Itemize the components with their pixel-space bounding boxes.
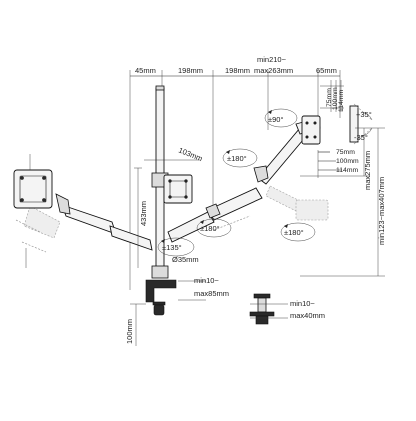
pole-height-dimension: 433mm [134,167,148,268]
dim-h75mm: 75mm [336,149,355,156]
grommet-mount: min10~ max40mm [249,293,325,325]
dim-h114mm: 114mm [336,167,358,174]
dim-max263: max263mm [254,66,293,75]
angle-swivel-mid: ±180° [200,224,220,233]
angle-rotate-90: ±90° [268,115,283,124]
dim-198mm-a: 198mm [178,66,203,75]
dim-base-100mm: 100mm [125,319,134,344]
angle-base-135: ±135° [162,243,182,252]
dim-h100mm: 100mm [336,158,359,165]
dim-clamp-min10: min10~ [194,276,219,285]
dim-103mm: 103mm [177,146,204,164]
tilt-detail: +35° -35° [349,103,373,145]
angle-swivel-right: ±180° [284,228,304,237]
dim-clamp-max85: max85mm [194,289,229,298]
dim-433mm: 433mm [139,201,148,226]
dim-v75mm: 75mm [326,88,333,107]
angle-tilt-down: -35° [354,133,368,142]
dim-45mm: 45mm [135,66,156,75]
dim-grommet-min10: min10~ [290,299,315,308]
dim-v114mm: 114mm [338,90,345,112]
middle-arm [167,187,263,243]
vesa-horizontal-dimensions: 75mm 100mm 114mm [300,149,370,178]
desk-clamp: 100mm min10~ max85mm [125,265,229,346]
height-dimensions-right: max275mm min123~max407mm [300,127,386,277]
rotation-angles: ±90° ±180° ±180° ±180° ±135° [157,108,316,257]
dim-diameter-35mm: Ø35mm [172,255,199,264]
dim-min210: min210~ [257,55,287,64]
dim-min123-max407mm: min123~max407mm [377,177,386,245]
vesa-vertical-dimensions: 75mm 100mm 114mm [320,80,345,112]
right-upper-arm [253,115,329,221]
angle-tilt-up: +35° [356,110,372,119]
angle-swivel-top: ±180° [227,154,247,163]
left-arm [13,154,153,268]
dim-grommet-max40: max40mm [290,311,325,320]
top-dimension-lines: 45mm 198mm 198mm min210~ max263mm 65mm [129,55,341,290]
dim-v100mm: 100mm [332,87,339,110]
dim-198mm-b: 198mm [225,66,250,75]
dim-max275mm: max275mm [363,151,372,190]
dim-65mm: 65mm [316,66,337,75]
